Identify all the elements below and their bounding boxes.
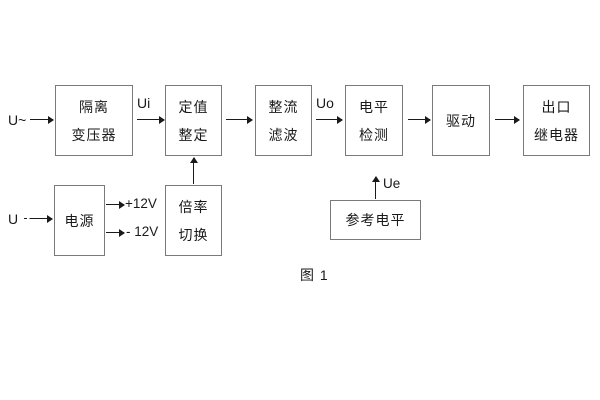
ac-input-label: U~ [8,112,27,128]
arrow-isolation-to-setting [137,119,164,121]
arrow-setting-to-rectify [226,119,252,121]
rectify-filter-line1: 整流 [268,98,299,115]
output-relay-line2: 继电器 [534,126,579,143]
block-drive: 驱动 [432,85,490,156]
drive-line1: 驱动 [446,112,476,129]
block-setting-adjust: 定值 整定 [165,85,222,156]
arrow-dc-input-to-power-supply [32,218,52,220]
dc-input-label: U [8,211,19,227]
reference-level-line1: 参考电平 [345,212,406,228]
arrow-power-supply-pos-rail [106,204,124,206]
arrow-ratio-switch-to-setting [193,158,195,184]
block-isolation-transformer: 隔离 变压器 [55,85,133,156]
ratio-switch-line2: 切换 [178,226,209,243]
signal-label-ui: Ui [137,95,151,111]
block-power-supply: 电源 [54,185,105,256]
arrow-power-supply-neg-rail [106,232,124,234]
arrow-drive-to-output-relay [495,119,519,121]
block-ratio-switch: 倍率 切换 [165,185,222,256]
arrow-rectify-to-level-detect [316,119,342,121]
figure-caption: 图 1 [300,267,329,283]
level-detect-line2: 检测 [359,126,389,143]
isolation-transformer-line2: 变压器 [71,126,117,143]
arrow-ac-input-to-isolation [30,119,53,121]
signal-label-ue: Ue [383,176,401,191]
ratio-switch-line1: 倍率 [178,198,209,215]
arrow-level-detect-to-drive [408,119,430,121]
rectify-filter-line2: 滤波 [268,126,299,143]
isolation-transformer-line1: 隔离 [79,98,109,115]
arrow-reference-level-to-level-detect [375,177,377,199]
supply-label-positive: +12V [125,196,157,211]
setting-adjust-line2: 整定 [178,126,209,143]
signal-label-uo: Uo [316,95,334,111]
output-relay-line1: 出口 [541,98,572,115]
supply-label-negative: - 12V [126,224,159,239]
block-reference-level: 参考电平 [330,200,421,240]
block-rectify-filter: 整流 滤波 [255,85,312,156]
power-supply-line1: 电源 [64,212,95,229]
setting-adjust-line1: 定值 [178,98,209,115]
dc-input-dashed-lead [24,218,38,219]
level-detect-line1: 电平 [359,98,389,115]
block-output-relay: 出口 继电器 [523,85,590,156]
block-level-detect: 电平 检测 [345,85,403,156]
